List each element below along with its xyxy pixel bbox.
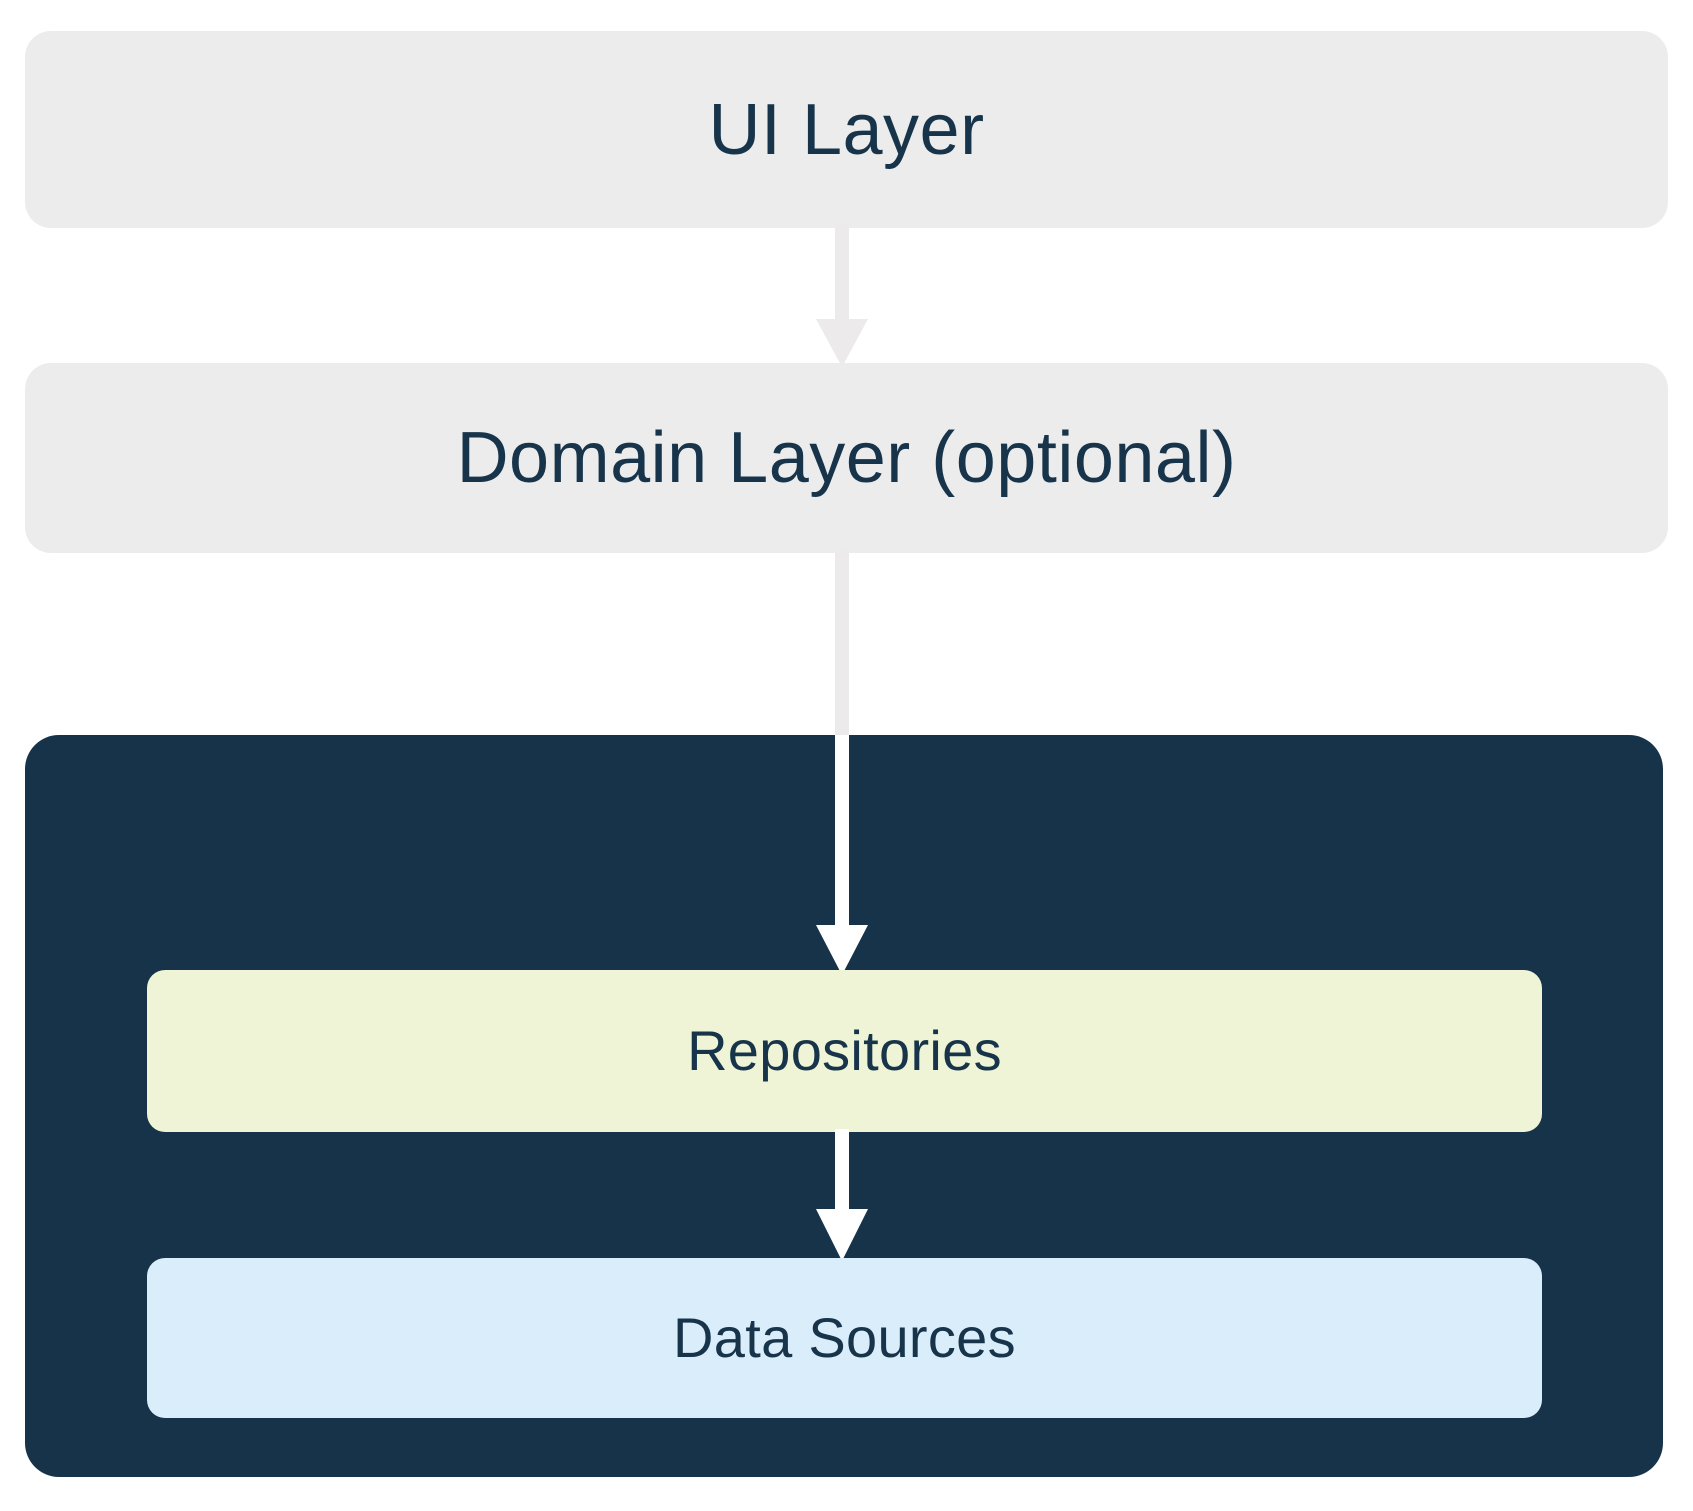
arrow-ui-layer-to-domain-layer xyxy=(816,225,868,367)
arrow-domain-layer-to-repositories xyxy=(816,735,868,975)
domain-layer-label: Domain Layer (optional) xyxy=(456,418,1237,498)
repositories-box: Repositories xyxy=(147,970,1542,1132)
repositories-label: Repositories xyxy=(687,1019,1002,1082)
ui-layer-label: UI Layer xyxy=(708,89,985,170)
data-sources-box: Data Sources xyxy=(147,1258,1542,1418)
arrow-domain-layer-to-data-layer-stem xyxy=(835,550,849,738)
domain-layer-box: Domain Layer (optional) xyxy=(25,363,1668,553)
arrow-repositories-to-data-sources xyxy=(816,1129,868,1261)
data-sources-label: Data Sources xyxy=(673,1306,1016,1369)
data-layer-box: Data Layer Repositories Data Sources xyxy=(25,735,1663,1511)
ui-layer-box: UI Layer xyxy=(25,31,1668,228)
data-layer-title: Data Layer xyxy=(172,1486,500,1511)
